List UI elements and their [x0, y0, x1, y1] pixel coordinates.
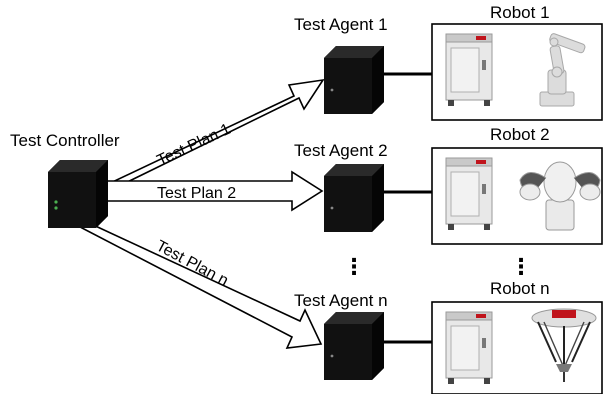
- plan-label-1: Test Plan 1: [155, 121, 234, 170]
- robot-1-controller-cabinet: [445, 33, 493, 107]
- robot-1-label: Robot 1: [490, 3, 550, 22]
- industrial-arm-icon: [539, 33, 586, 107]
- test-agent-n-device: [324, 312, 384, 380]
- robot-n-label: Robot n: [490, 279, 550, 298]
- robot-2-label: Robot 2: [490, 125, 550, 144]
- robots-ellipsis: ⋮: [510, 254, 532, 279]
- delta-robot-icon: [531, 308, 597, 382]
- test-controller-device: [48, 160, 108, 228]
- test-agent-2-device: [324, 164, 384, 232]
- plan-label-2: Test Plan 2: [157, 185, 236, 202]
- robot-2-controller-cabinet: [445, 157, 493, 231]
- agent-1-label: Test Agent 1: [294, 15, 388, 34]
- arrow-plan-n: [80, 222, 323, 349]
- arrow-plan-2: [103, 170, 324, 212]
- dual-arm-robot-icon: [519, 161, 601, 231]
- test-agent-1-device: [324, 46, 384, 114]
- arrow-plan-1: [102, 78, 325, 192]
- agent-n-label: Test Agent n: [294, 291, 388, 310]
- agent-2-label: Test Agent 2: [294, 141, 388, 160]
- robot-n-controller-cabinet: [445, 311, 493, 385]
- controller-label: Test Controller: [10, 131, 120, 150]
- agents-ellipsis: ⋮: [343, 254, 365, 279]
